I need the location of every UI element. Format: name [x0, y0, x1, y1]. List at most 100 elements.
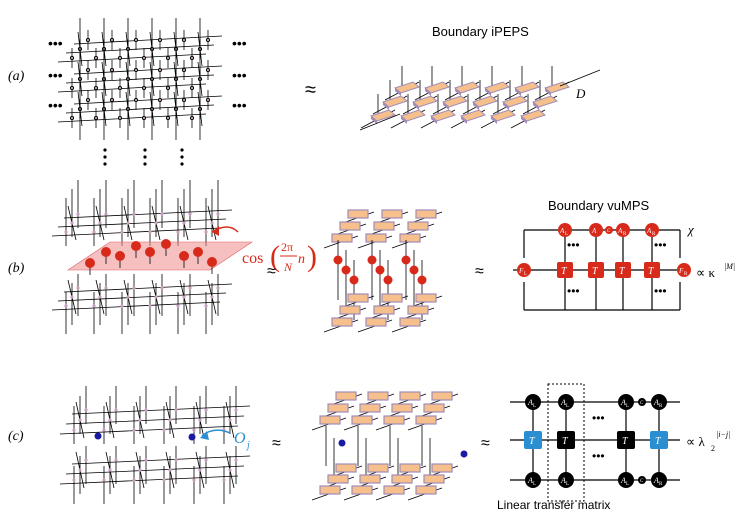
tensor-top-b [381, 209, 403, 219]
lattice-site [210, 295, 214, 299]
red-site [145, 247, 155, 257]
tensor-bottom-c [415, 485, 437, 495]
ipeps-tensor-layer [359, 66, 601, 131]
lattice-site [133, 97, 139, 103]
dots-left-3: ••• [48, 97, 63, 113]
tensor-c-C-top: C [638, 398, 646, 406]
lattice-site [78, 468, 82, 472]
lattice-bond-horizontal [65, 415, 245, 425]
lattice-site [132, 478, 136, 482]
lattice-site [72, 428, 76, 432]
svg-text:T: T [622, 436, 629, 447]
lattice-bond-horizontal [65, 465, 245, 475]
lattice-site [204, 408, 208, 412]
lattice-site [148, 230, 152, 234]
lattice-site [98, 221, 102, 225]
double-layer-c [311, 391, 468, 501]
tensor-bottom-b [365, 317, 387, 327]
red-site [131, 241, 141, 251]
lattice-site [102, 428, 106, 432]
tensor-bottom-c [423, 474, 445, 484]
ipeps-tensor-side [425, 88, 431, 96]
red-site-b [417, 275, 427, 285]
lattice-site [64, 304, 68, 308]
lattice-site [204, 458, 208, 462]
propto-kappa-text: ∝ κ [696, 265, 716, 280]
tensor-bottom-c [351, 485, 373, 495]
svg-text:L: L [524, 272, 527, 277]
blue-site-c-j [460, 450, 468, 458]
lattice-site [192, 428, 196, 432]
ipeps-tensor-side [545, 88, 551, 96]
svg-text:T: T [561, 266, 568, 277]
tensor-FR: F R [677, 263, 691, 277]
svg-text:A: A [527, 398, 533, 407]
tensor-bottom-b [399, 317, 421, 327]
ipeps-tensor-side [413, 102, 419, 110]
lattice-bond-horizontal [57, 292, 227, 302]
tensor-top-c [383, 415, 405, 425]
lattice-site [192, 478, 196, 482]
tensor-AR-top-2: A R [645, 223, 659, 237]
dots-bottom [103, 148, 184, 166]
red-site-b [383, 275, 393, 285]
ipeps-tensor-side [533, 102, 539, 110]
lattice-site [160, 286, 164, 290]
lattice-site [176, 304, 180, 308]
ipeps-tensor-side [395, 88, 401, 96]
svg-text:A: A [617, 227, 623, 235]
lattice-site [126, 221, 130, 225]
lattice-site [92, 230, 96, 234]
tensor-top-c [399, 391, 421, 401]
svg-text:L: L [626, 404, 629, 409]
lattice-site [117, 55, 123, 61]
svg-text:A: A [653, 476, 659, 485]
lattice-site [157, 37, 163, 43]
svg-text:T: T [655, 436, 662, 447]
lattice-site [84, 408, 88, 412]
vumps-tensors: A L A C A R A R F L [517, 223, 691, 278]
lattice-site [84, 458, 88, 462]
vumps-dots-upper-right: ••• [654, 238, 667, 252]
lattice-site [104, 286, 108, 290]
tensor-bottom-c [383, 485, 405, 495]
lattice-site [188, 286, 192, 290]
svg-text:C: C [640, 401, 644, 406]
tensor-bottom-c [359, 474, 381, 484]
lattice-site [165, 85, 171, 91]
lattice-bond-horizontal [65, 104, 215, 114]
tensor-T-2: T [588, 262, 604, 278]
lattice-site [132, 428, 136, 432]
title-boundary-vumps: Boundary vuMPS [548, 198, 649, 213]
lattice-site [108, 418, 112, 422]
svg-text:A: A [560, 398, 566, 407]
tensor-top-b [331, 233, 353, 243]
lattice-site [198, 418, 202, 422]
dots-c-upper: ••• [592, 411, 605, 425]
svg-text:F: F [678, 267, 684, 275]
tensor-AR-top: A R [616, 223, 630, 237]
lattice-site [85, 37, 91, 43]
operator-label: O j [234, 430, 250, 451]
red-site [101, 247, 111, 257]
tensor-top-c [351, 415, 373, 425]
lattice-bond-horizontal [51, 301, 221, 311]
lattice-site [126, 295, 130, 299]
lattice-site [148, 304, 152, 308]
lattice-site [132, 212, 136, 216]
ipeps-tensor-side [401, 116, 407, 124]
tensor-bottom-b [381, 293, 403, 303]
ipeps-bond-right [559, 69, 601, 87]
lattice-site [92, 304, 96, 308]
svg-text:T: T [592, 266, 599, 277]
svg-text:A: A [591, 227, 597, 235]
ipeps-tensor-side [461, 116, 467, 124]
lattice-bond-horizontal [71, 455, 251, 465]
kappa-exponent: |M| [724, 262, 735, 271]
red-site-b [341, 265, 351, 275]
operator-O: O [234, 430, 246, 447]
